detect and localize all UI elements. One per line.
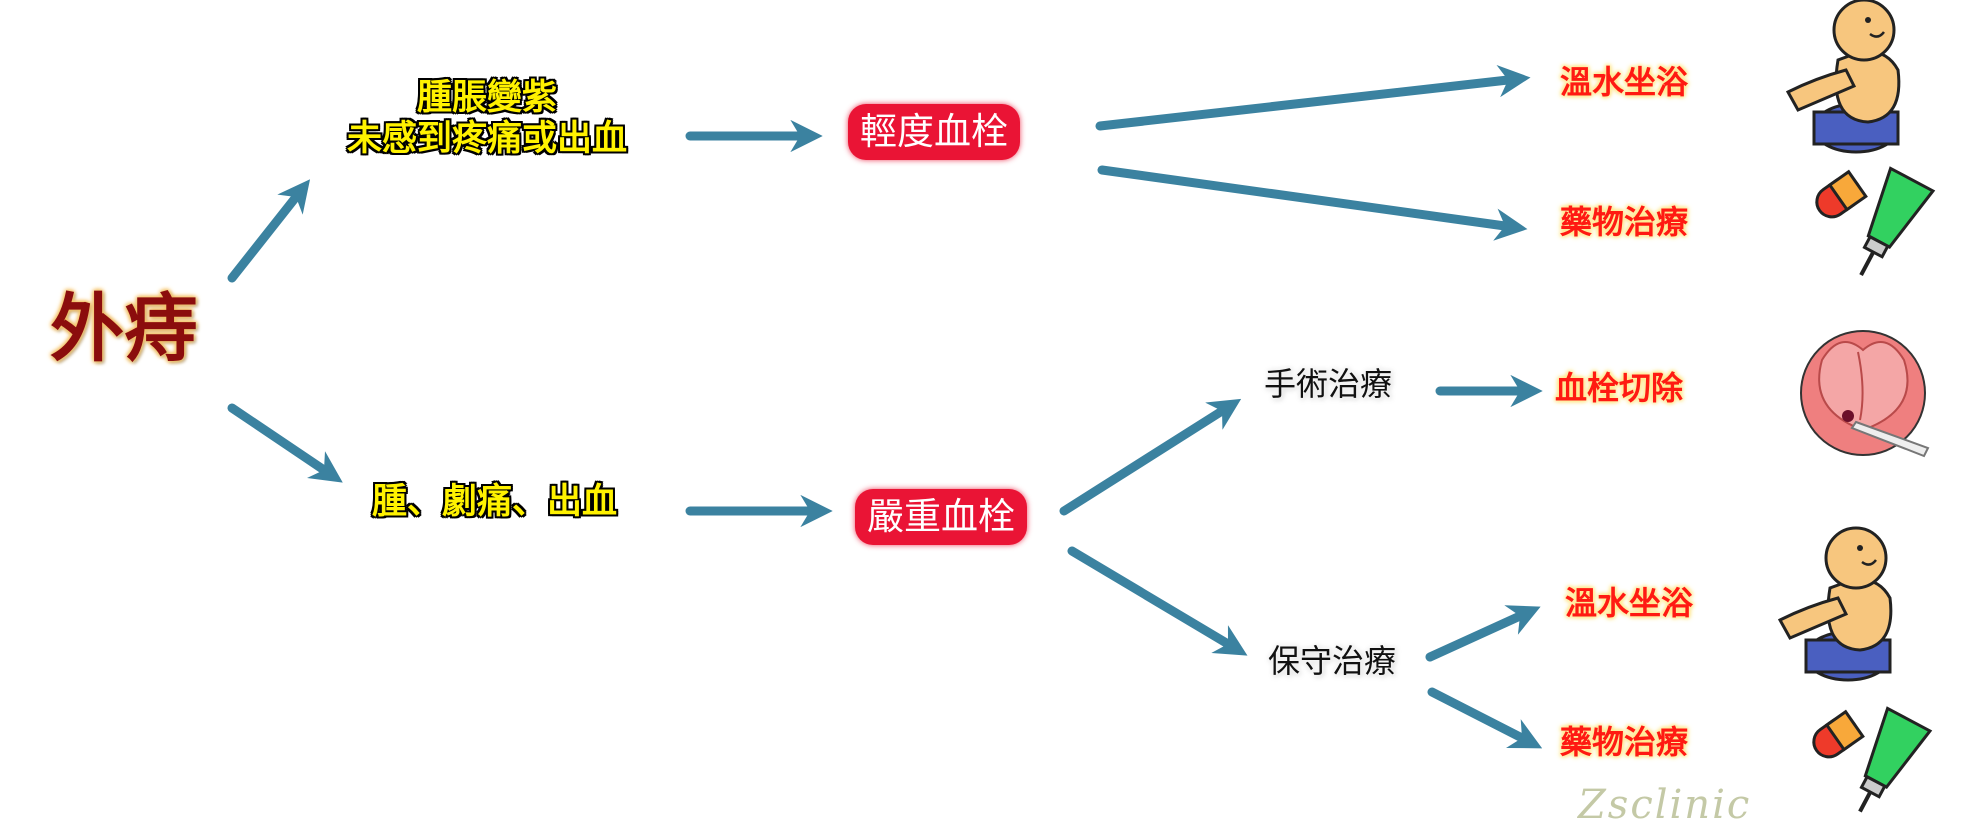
arrow-root-to-mild [227, 179, 311, 283]
arrow-severe-to-surgery [1059, 398, 1242, 516]
medication-icon [1815, 166, 1936, 276]
sitz-bath-person-icon [1785, 0, 1901, 154]
mild-symptom-line1: 腫脹變紫 [416, 78, 557, 118]
conservative-node: 保守治療 [1268, 642, 1397, 680]
mild-diagnosis-node: 輕度血栓 [848, 104, 1020, 160]
severe-medication-node: 藥物治療 [1560, 723, 1689, 761]
excision-node: 血栓切除 [1555, 369, 1684, 407]
severe-symptom-node: 腫、劇痛、出血 [372, 482, 618, 522]
sitz-bath-person-icon [1777, 526, 1893, 682]
thrombus-excision-icon [1800, 330, 1930, 458]
watermark-signature: Zsclinic [1578, 782, 1752, 828]
severe-diagnosis-node: 嚴重血栓 [855, 489, 1027, 545]
arrow-root-to-severe [227, 403, 343, 483]
surgery-node: 手術治療 [1264, 365, 1393, 403]
mild-symptom-node: 腫脹變紫 未感到疼痛或出血 [336, 78, 638, 161]
mild-medication-node: 藥物治療 [1560, 203, 1689, 241]
arrow-mild-to-warm-bath [1095, 64, 1531, 131]
arrow-mild-to-medication [1097, 165, 1528, 241]
medication-icon [1812, 706, 1933, 813]
severe-warm-bath-node: 溫水坐浴 [1565, 584, 1694, 622]
arrow-conservative-to-warm-bath [1425, 605, 1541, 662]
arrow-conservative-to-medication [1427, 687, 1543, 749]
mild-symptom-line2: 未感到疼痛或出血 [346, 119, 627, 160]
root-node-external-hemorrhoids: 外痔 [50, 286, 198, 372]
arrow-severe-to-conservative [1067, 546, 1248, 656]
mild-warm-bath-node: 溫水坐浴 [1560, 63, 1689, 101]
